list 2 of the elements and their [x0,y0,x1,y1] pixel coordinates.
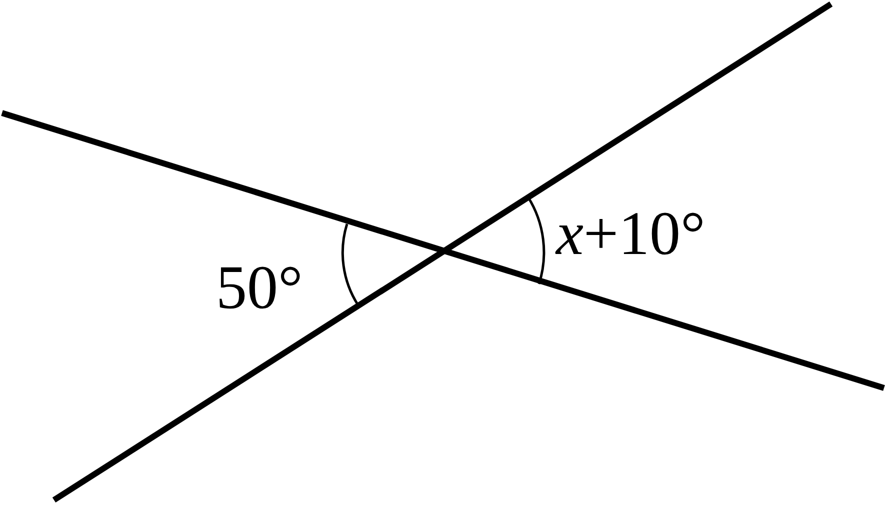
angle-label: x+10° [556,203,706,265]
angle-label: 50° [216,257,303,319]
